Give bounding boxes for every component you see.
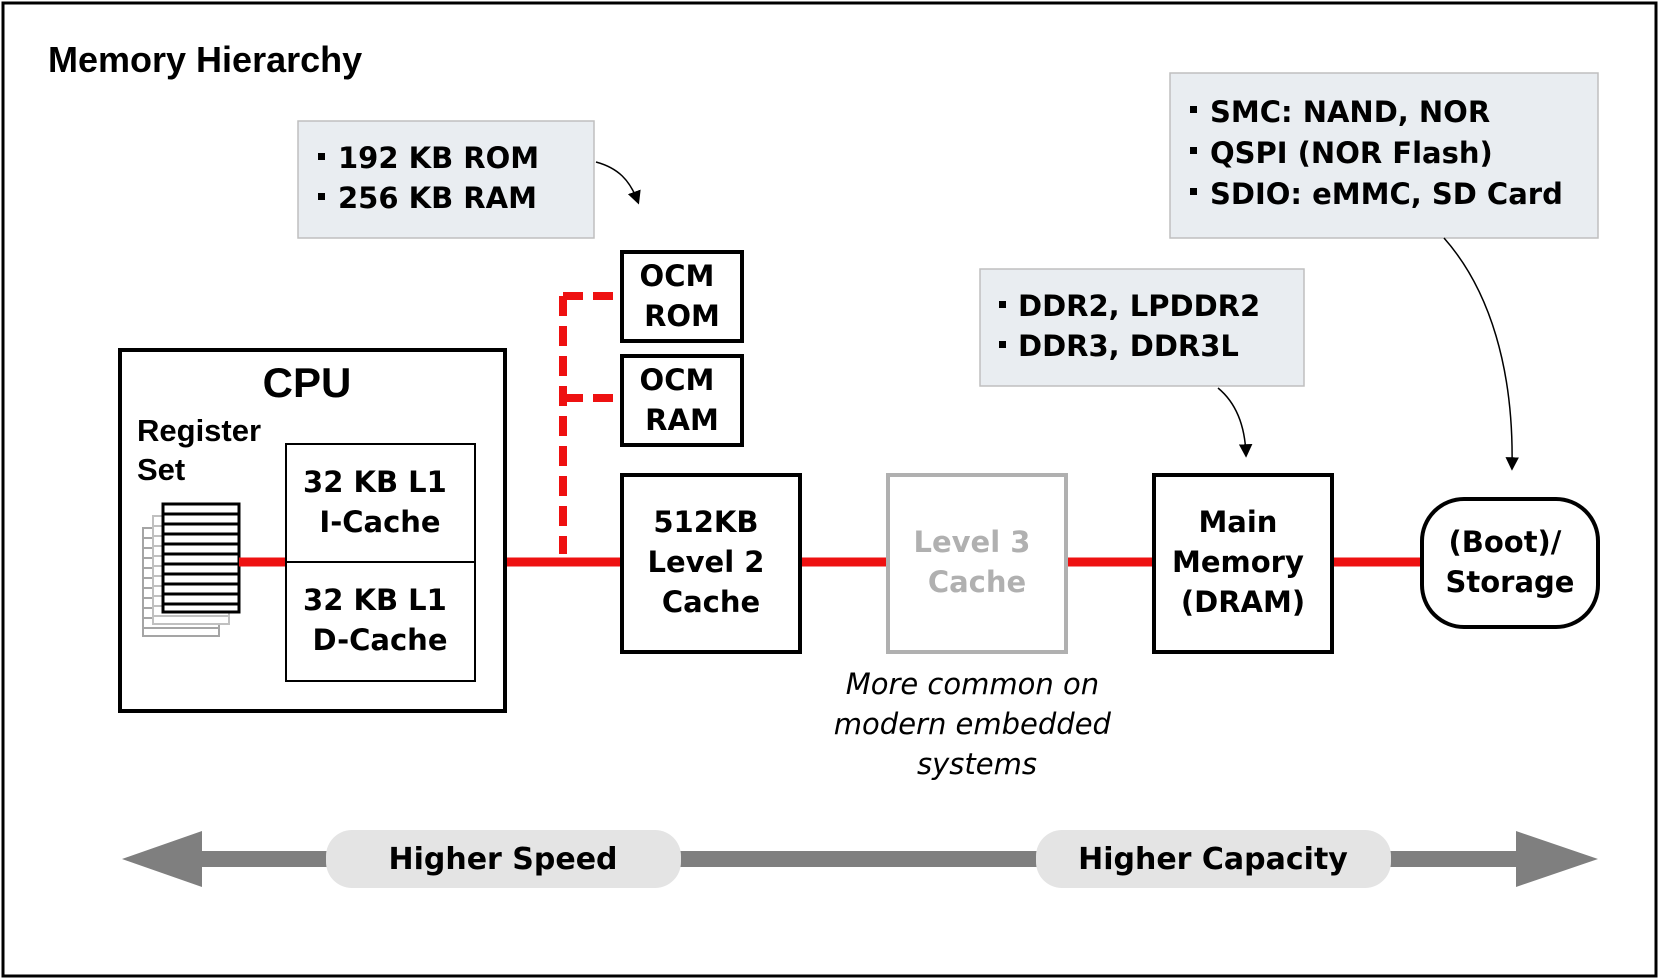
higher-speed-label: Higher Speed: [388, 842, 617, 877]
l1-dcache-label: 32 KB L1 D-Cache: [303, 583, 457, 657]
svg-text:DDR2, LPDDR2: DDR2, LPDDR2: [1018, 289, 1260, 323]
axis-left-arrowhead: [122, 831, 202, 887]
l3-cache-block: Level 3 Cache: [886, 473, 1068, 654]
l2-cache-block: 512KB Level 2 Cache: [620, 473, 802, 654]
ocm-rom-block: OCM ROM: [620, 250, 744, 343]
main-memory-block: Main Memory (DRAM): [1152, 473, 1334, 654]
ocm-note: 192 KB ROM 256 KB RAM: [297, 120, 595, 239]
l3-note: More common on modern embedded systems: [834, 667, 1120, 781]
svg-text:Main Memory (DRAM): Main Memory (DRAM): [1172, 505, 1314, 619]
svg-text:Level 3 Cache: Level 3 Cache: [913, 525, 1040, 599]
higher-capacity-pill: [1036, 830, 1391, 888]
svg-text:DDR3, DDR3L: DDR3, DDR3L: [1018, 329, 1239, 363]
ocm-ram-block: OCM RAM: [620, 354, 744, 447]
higher-speed-pill: [326, 830, 681, 888]
l1-icache-label: 32 KB L1 I-Cache: [303, 465, 457, 539]
register-stack-icon: [142, 502, 241, 637]
svg-text:OCM ROM: OCM ROM: [640, 259, 725, 333]
cpu-block: CPU Register Set: [118, 348, 507, 713]
svg-text:QSPI (NOR Flash): QSPI (NOR Flash): [1210, 136, 1493, 170]
storage-block: (Boot)/ Storage: [1420, 497, 1600, 629]
svg-text:(Boot)/ Storage: (Boot)/ Storage: [1446, 525, 1575, 599]
svg-text:192 KB ROM: 192 KB ROM: [338, 141, 539, 175]
diagram-title: Memory Hierarchy: [48, 39, 362, 80]
storage-note: SMC: NAND, NOR QSPI (NOR Flash) SDIO: eM…: [1169, 72, 1599, 239]
ddr-note-arrow: [1217, 387, 1253, 458]
ocm-dashed-bus: [559, 292, 620, 554]
ocm-note-arrow: [595, 161, 641, 205]
ddr-note: DDR2, LPDDR2 DDR3, DDR3L: [979, 268, 1305, 387]
svg-text:SMC: NAND, NOR: SMC: NAND, NOR: [1210, 95, 1490, 129]
svg-text:512KB Level 2 Cach: 512KB Level 2 Cache: [647, 505, 774, 619]
svg-text:OCM RAM: OCM RAM: [640, 363, 725, 437]
higher-capacity-label: Higher Capacity: [1078, 842, 1348, 877]
svg-text:256 KB RAM: 256 KB RAM: [338, 181, 537, 215]
cpu-label: CPU: [263, 359, 352, 406]
axis-right-arrowhead: [1516, 831, 1598, 887]
svg-text:SDIO: eMMC, SD Card: SDIO: eMMC, SD Card: [1210, 177, 1563, 211]
speed-capacity-axis: Higher Speed Higher Capacity: [122, 830, 1598, 888]
register-set-label: Register Set: [137, 413, 270, 487]
storage-note-arrow: [1443, 237, 1519, 471]
